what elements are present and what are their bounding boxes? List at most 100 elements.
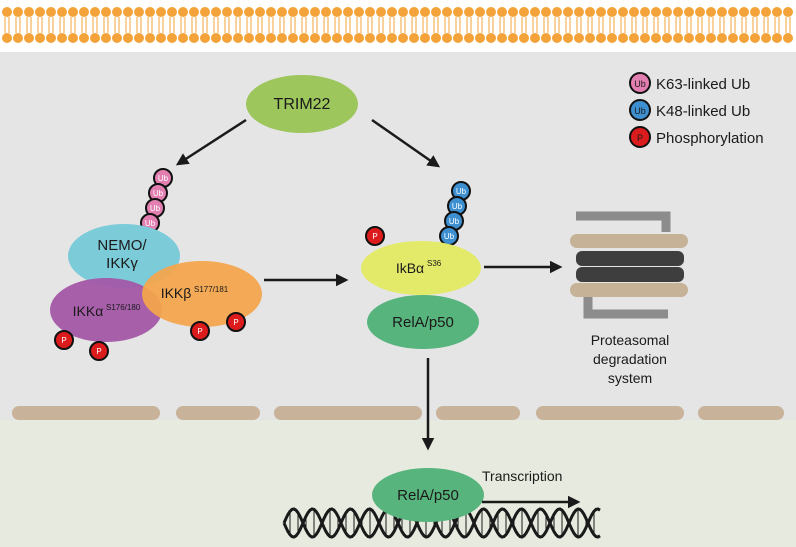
- lipid-head: [442, 33, 452, 43]
- lipid-tail: [741, 17, 747, 33]
- lipid-tail: [202, 17, 208, 33]
- lipid-head: [464, 33, 474, 43]
- lipid-tail: [312, 17, 318, 33]
- lipid-head: [123, 7, 133, 17]
- phosphate-icon: [89, 341, 109, 361]
- lipid-head: [706, 7, 716, 17]
- lipid-head: [563, 33, 573, 43]
- envelope-segment: [698, 406, 784, 420]
- lipid-head: [398, 7, 408, 17]
- rela-nuc-label: RelA/p50: [397, 487, 459, 504]
- lipid-tail: [59, 17, 65, 33]
- lipid-head: [277, 33, 287, 43]
- k63-ub-chain: Ub Ub Ub Ub: [140, 168, 173, 233]
- lipid-tail: [301, 17, 307, 33]
- envelope-segment: [274, 406, 422, 420]
- lipid-head: [398, 33, 408, 43]
- nemo-label-line1: NEMO/: [97, 237, 147, 254]
- lipid-head: [750, 7, 760, 17]
- lipid-tail: [345, 17, 351, 33]
- lipid-head: [35, 33, 45, 43]
- lipid-head: [365, 7, 375, 17]
- lipid-head: [156, 33, 166, 43]
- rela-cyto-label: RelA/p50: [392, 314, 454, 331]
- lipid-head: [519, 33, 529, 43]
- legend-label-k63: K63-linked Ub: [656, 76, 750, 93]
- lipid-head: [431, 33, 441, 43]
- plasma-membrane: [2, 7, 793, 43]
- lipid-tail: [785, 17, 791, 33]
- arrow-trim22-to-ikk: [175, 118, 247, 166]
- lipid-head: [189, 33, 199, 43]
- lipid-head: [585, 33, 595, 43]
- lipid-tail: [455, 17, 461, 33]
- legend-badge-text: P: [637, 133, 643, 143]
- phosphate-icon: [190, 321, 210, 341]
- badge-text: Ub: [444, 232, 455, 241]
- lipid-tail: [708, 17, 714, 33]
- nemo-node: [68, 224, 180, 288]
- lipid-head: [233, 33, 243, 43]
- lipid-tail: [125, 17, 131, 33]
- ikk-complex: NEMO/ IKKγ IKKα S176/180 IKKβ S177/181: [50, 224, 262, 342]
- lipid-tail: [37, 17, 43, 33]
- lipid-head: [46, 33, 56, 43]
- lipid-head: [57, 33, 67, 43]
- lipid-head: [618, 7, 628, 17]
- lipid-head: [112, 7, 122, 17]
- lipid-head: [310, 7, 320, 17]
- lipid-tail: [631, 17, 637, 33]
- badge-text: Ub: [158, 174, 169, 183]
- lipid-tail: [103, 17, 109, 33]
- ikkb-site-label: S177/181: [194, 285, 229, 294]
- lipid-tail: [653, 17, 659, 33]
- lipid-tail: [444, 17, 450, 33]
- lipid-tail: [697, 17, 703, 33]
- lipid-head: [200, 33, 210, 43]
- lipid-tail: [191, 17, 197, 33]
- ikkb-label: IKKβ: [161, 285, 192, 301]
- lipid-head: [387, 33, 397, 43]
- badge-text: P: [372, 232, 377, 241]
- nuclear-envelope: [12, 406, 784, 420]
- k48-ub-chain: Ub Ub Ub Ub: [439, 181, 471, 246]
- lipid-head: [640, 33, 650, 43]
- lipid-head: [453, 7, 463, 17]
- lipid-head: [244, 33, 254, 43]
- lipid-head: [409, 33, 419, 43]
- lipid-tail: [532, 17, 538, 33]
- lipid-head: [541, 7, 551, 17]
- badge-text: Ub: [145, 219, 156, 228]
- lipid-head: [607, 33, 617, 43]
- lipid-head: [112, 33, 122, 43]
- lipid-tail: [246, 17, 252, 33]
- lipid-tail: [576, 17, 582, 33]
- lipid-head: [288, 33, 298, 43]
- lipid-head: [46, 7, 56, 17]
- lipid-tail: [4, 17, 10, 33]
- lipid-head: [233, 7, 243, 17]
- lipid-head: [651, 33, 661, 43]
- lipid-head: [442, 7, 452, 17]
- lipid-head: [761, 7, 771, 17]
- lipid-head: [167, 7, 177, 17]
- lipid-tail: [763, 17, 769, 33]
- lipid-head: [772, 7, 782, 17]
- ikka-site-label: S176/180: [106, 303, 141, 312]
- lipid-tail: [510, 17, 516, 33]
- lipid-head: [739, 33, 749, 43]
- lipid-head: [332, 7, 342, 17]
- lipid-head: [354, 33, 364, 43]
- proteasome-label: Proteasomal degradation system: [591, 332, 670, 386]
- badge-text: P: [96, 347, 101, 356]
- lipid-tail: [15, 17, 21, 33]
- legend-label-k48: K48-linked Ub: [656, 103, 750, 120]
- lipid-head: [2, 7, 12, 17]
- lipid-head: [728, 33, 738, 43]
- trim22-label: TRIM22: [274, 96, 331, 113]
- badge-text: P: [233, 318, 238, 327]
- lipid-head: [662, 33, 672, 43]
- lipid-tail: [257, 17, 263, 33]
